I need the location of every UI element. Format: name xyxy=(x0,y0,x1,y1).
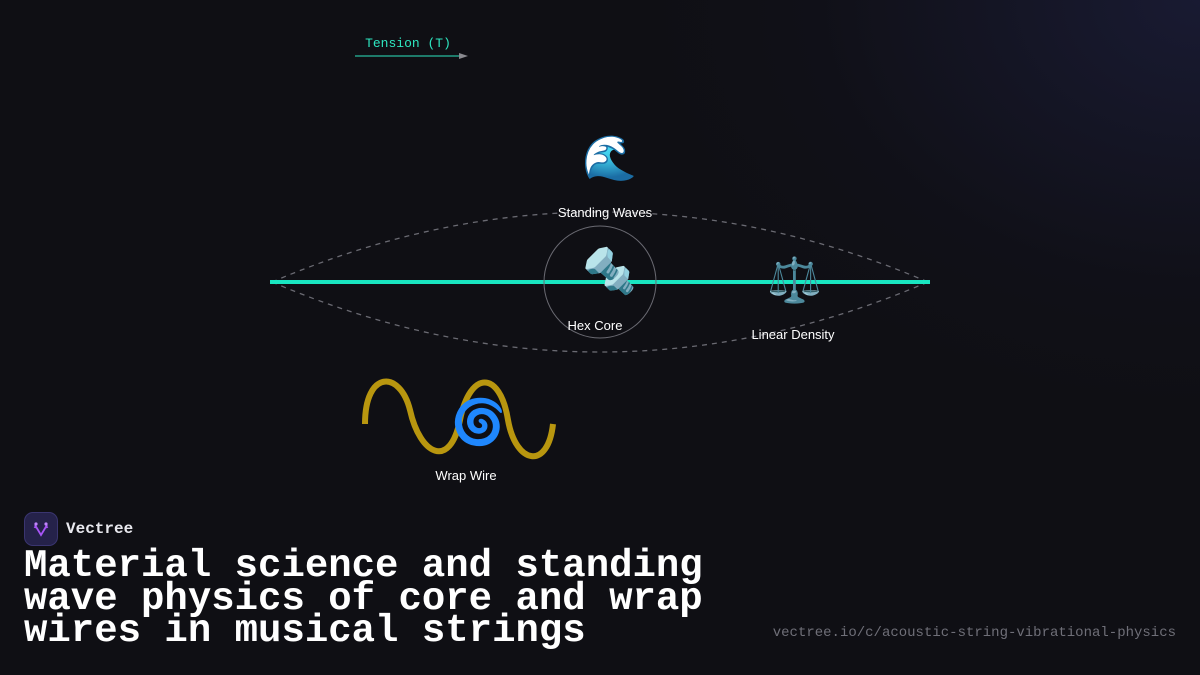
brand-name: Vectree xyxy=(66,520,134,538)
hex-core-cross-section xyxy=(543,225,657,339)
vectree-logo-icon xyxy=(24,512,58,546)
water-wave-icon: 🌊 xyxy=(582,133,637,184)
balance-scale-icon: ⚖️ xyxy=(767,255,822,306)
standing-waves-label: Standing Waves xyxy=(557,205,653,220)
brand: Vectree xyxy=(24,512,133,546)
tension-label: Tension (T) xyxy=(365,36,451,51)
cyclone-icon: 🌀 xyxy=(451,397,506,448)
wrap-wire-coil xyxy=(362,378,556,460)
nut-and-bolt-icon: 🔩 xyxy=(582,246,637,297)
hex-core-label: Hex Core xyxy=(567,318,623,333)
source-url: vectree.io/c/acoustic-string-vibrational… xyxy=(772,625,1176,641)
tension-arrow xyxy=(355,53,468,59)
page-title: Material science and standing wave physi… xyxy=(24,544,703,653)
linear-density-label: Linear Density xyxy=(751,327,835,342)
wrap-wire-label: Wrap Wire xyxy=(435,468,497,483)
